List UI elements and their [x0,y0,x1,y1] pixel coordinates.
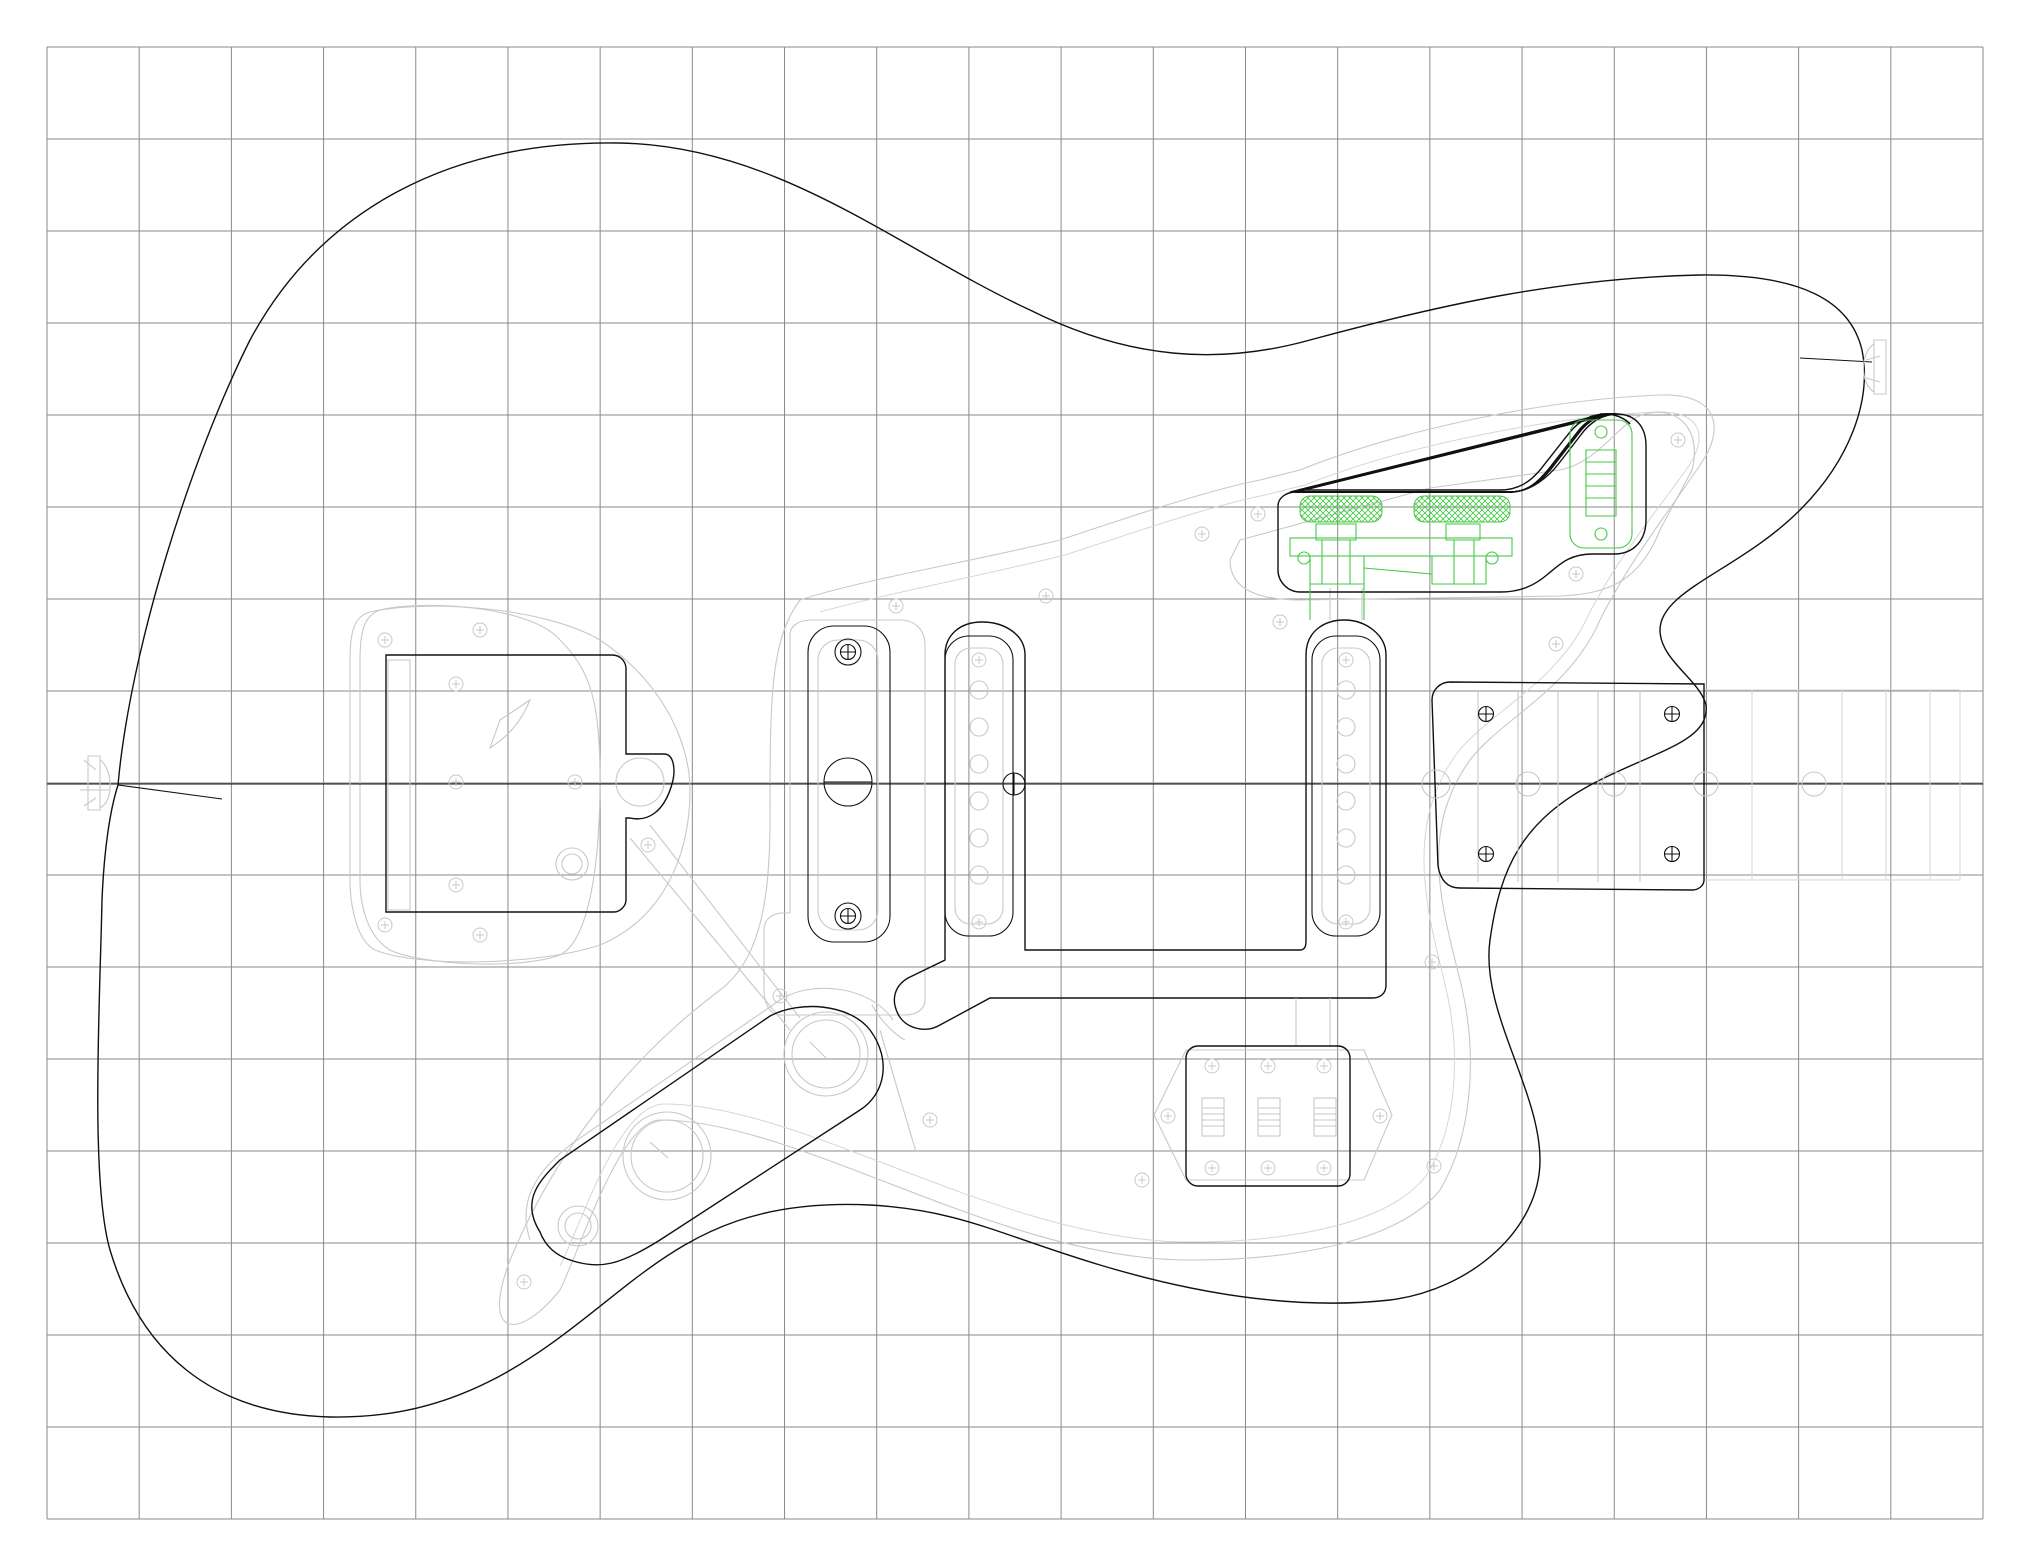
neck-outline [1704,689,1961,881]
switch-plate [1153,1045,1393,1187]
control-plate [516,987,917,1290]
tremolo-plate [349,605,691,963]
strap-button-left [80,755,111,811]
endpin-tick-left [117,784,223,800]
body-outline [97,142,1866,1418]
pickup-route [893,619,1387,1030]
bridge-pickup [1311,635,1381,937]
neck-pickup [944,635,1026,937]
reference-grid [46,46,1984,1520]
strap-button-right [1863,339,1887,395]
slide-switch [1313,1097,1337,1137]
strap-button-tick-right [1799,357,1873,363]
tremolo-arm-line [629,837,791,1031]
pickguard-outline [359,394,1715,1325]
slide-switch [1201,1097,1225,1137]
slide-switch [1257,1097,1281,1137]
neck-plate [1421,681,1827,891]
rhythm-circuit-plate [763,619,926,1016]
bridge-assembly [1229,411,1695,620]
tremolo-arm-line [649,824,801,1019]
